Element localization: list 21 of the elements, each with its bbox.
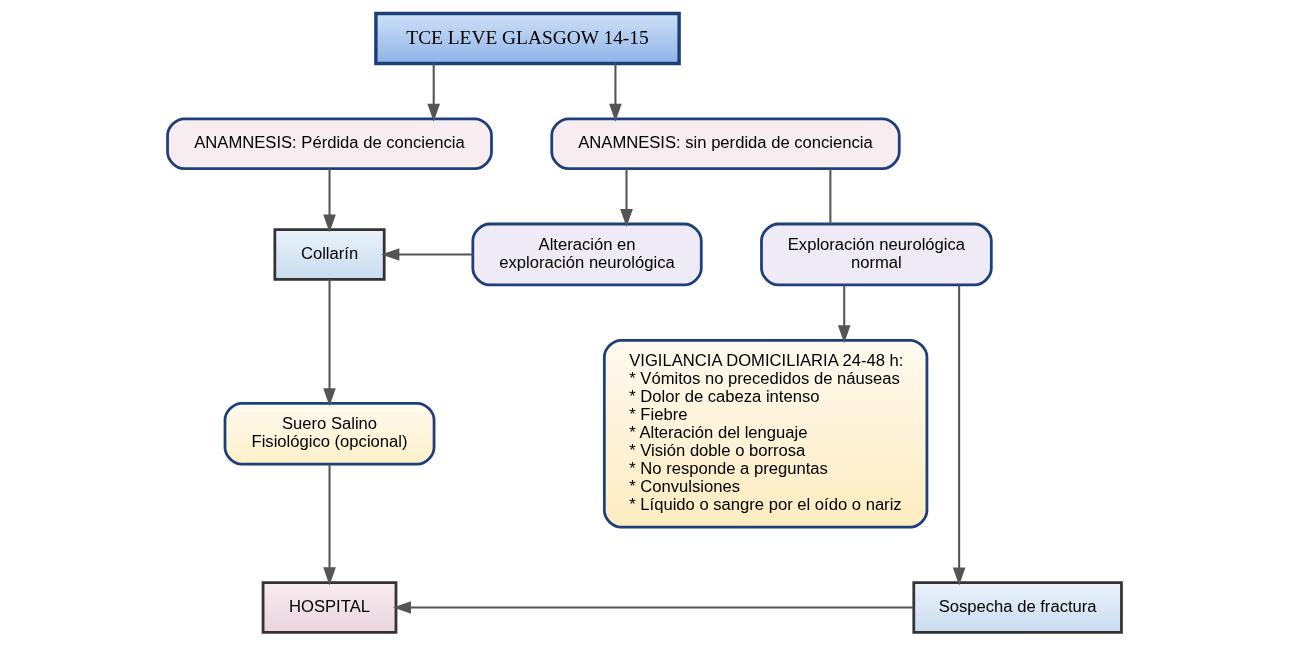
- arrow: [323, 279, 336, 407]
- node-box: ANAMNESIS: sin perdida de conciencia: [550, 117, 901, 170]
- arrow: [952, 285, 966, 586]
- node-box: Alteración en exploración neurológica: [471, 222, 703, 287]
- node-box: Suero Salino Fisiológico (opcional): [223, 401, 436, 466]
- node-box: Exploración neurológica normal: [760, 222, 993, 287]
- node-box: ANAMNESIS: Pérdida de conciencia: [166, 117, 493, 170]
- arrow: [620, 168, 633, 228]
- arrow: [837, 285, 851, 344]
- node-box: Sospecha de fractura: [912, 581, 1123, 634]
- connector: [829, 168, 832, 224]
- arrow: [323, 168, 336, 233]
- arrow: [427, 63, 440, 122]
- arrow: [609, 63, 622, 122]
- node-box: VIGILANCIA DOMICILIARIA 24-48 h: * Vómitos no precedidos de náuseas * Dolor de cabeza intenso * Fiebre * Alteración del lenguaje * Visión doble o borrosa * No responde a preguntas * Convulsiones * Líquido o sangre por el oído o nariz: [602, 338, 929, 529]
- node-box: TCE LEVE GLASGOW 14-15: [374, 11, 681, 66]
- arrow: [381, 248, 473, 261]
- node-box: Collarín: [273, 228, 386, 281]
- node-box: HOSPITAL: [261, 581, 398, 634]
- arrow: [323, 464, 336, 586]
- arrow: [392, 601, 914, 614]
